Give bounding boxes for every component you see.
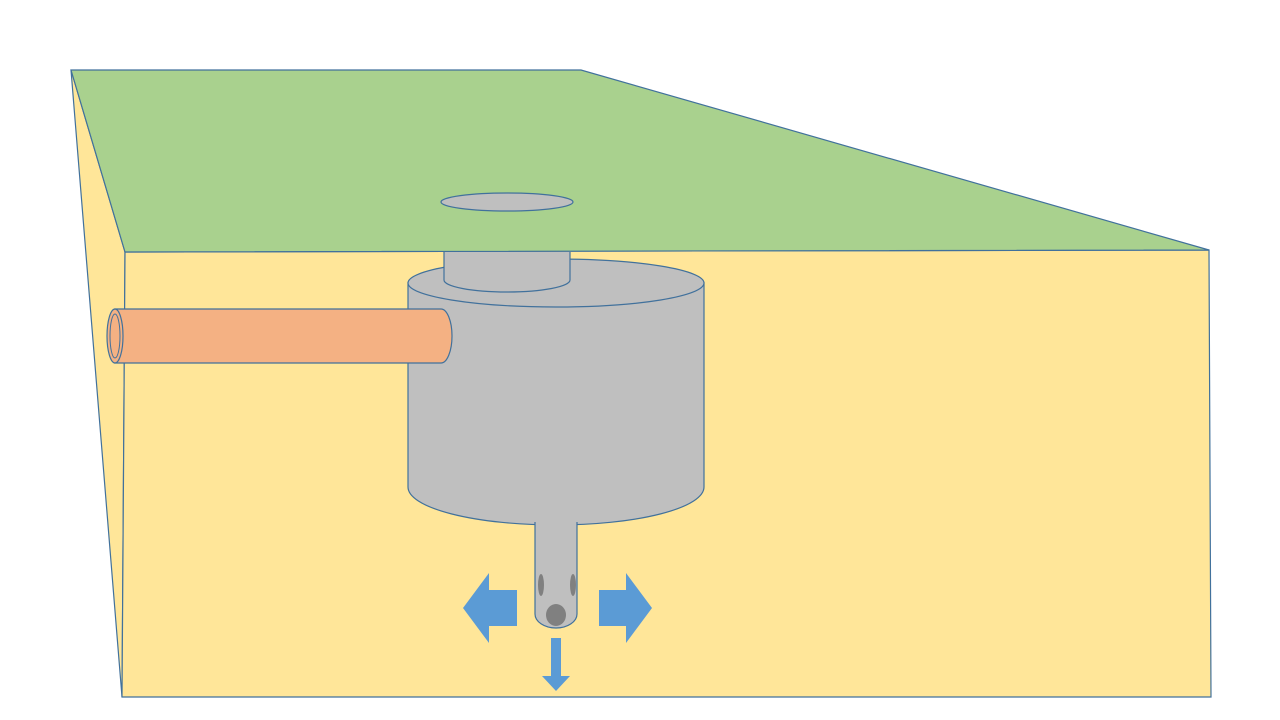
- flow-down-arrow-icon: [542, 638, 570, 691]
- outlet-pipe: [534, 522, 578, 629]
- access-opening: [440, 192, 574, 212]
- inlet-pipe-opening: [106, 308, 124, 364]
- tank-riser: [443, 252, 571, 293]
- flow-left-arrow-icon: [463, 573, 517, 643]
- outlet-hole-right: [570, 574, 576, 596]
- tank-body: [407, 282, 705, 526]
- outlet-hole-left: [538, 574, 544, 596]
- flow-right-arrow-icon: [599, 573, 652, 643]
- ground-surface: [70, 69, 1210, 253]
- outlet-hole-bottom: [546, 604, 566, 626]
- inlet-pipe: [106, 308, 453, 364]
